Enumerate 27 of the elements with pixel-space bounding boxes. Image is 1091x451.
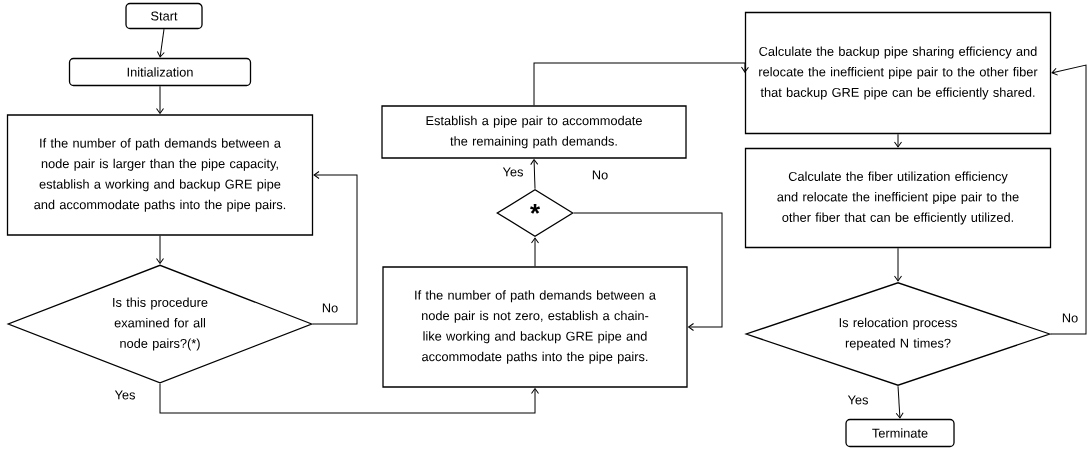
arrow — [533, 62, 749, 106]
arrow — [156, 28, 165, 58]
arrow — [1050, 64, 1087, 335]
edge-label: No — [320, 302, 340, 314]
start-terminal: Start — [125, 2, 203, 30]
arrow — [894, 133, 902, 148]
arrow — [895, 385, 904, 419]
process-box: Initialization — [68, 57, 252, 87]
process-box: Calculate the fiber utilization efficiency and relocate the inefficient pipe pair to the other fiber that can be efficiently utilized. — [744, 147, 1052, 249]
arrow — [312, 171, 358, 325]
arrow — [156, 85, 164, 114]
arrow — [894, 247, 902, 282]
process-box: Calculate the backup pipe sharing efficiency and relocate the inefficient pipe pair to the other fiber that backup GRE pipe can be efficiently shared. — [744, 11, 1052, 135]
arrow — [573, 212, 723, 331]
edge-label: No — [1060, 312, 1080, 324]
end-terminal: Terminate — [845, 418, 955, 448]
process-box: If the number of path demands between a node pair is not zero, establish a chain-like working and backup GRE pipe and accommodate paths into the pipe pairs. — [382, 266, 688, 388]
arrow — [156, 235, 164, 264]
edge-label: Yes — [113, 389, 137, 401]
arrow — [530, 159, 539, 190]
edge-label: Yes — [501, 166, 525, 178]
process-box: Establish a pipe pair to accommodate the remaining path demands. — [381, 105, 687, 159]
arrow — [159, 383, 539, 414]
edge-label: No — [590, 169, 610, 181]
edge-label: Yes — [846, 394, 870, 406]
process-box: If the number of path demands between a node pair is larger than the pipe capacity, establish a working and backup GRE pipe and accommodate paths into the pipe pairs. — [6, 114, 314, 236]
arrow — [531, 237, 539, 267]
